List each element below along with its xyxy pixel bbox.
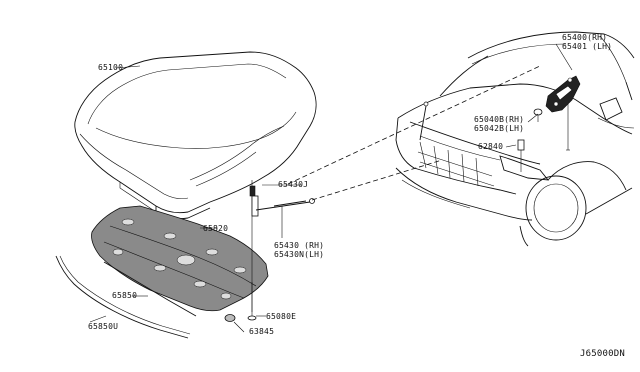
label-hinge-rh: 65400(RH) [562,33,608,42]
drawing-code: J65000DN [580,349,625,359]
label-bolt-rh: 65040B(RH) [474,115,525,124]
label-insulator: 65820 [203,224,229,233]
leader-lines-right [505,43,573,148]
leader-lines-left [89,65,266,323]
label-stay-upper: 65430J [278,180,309,189]
label-bumper: 63845 [249,327,275,336]
label-clip: 65080E [266,312,297,321]
label-stay-lh: 65430N(LH) [274,250,325,259]
hood-seal-front [55,255,191,339]
vehicle-front [395,31,635,247]
label-bolt-lh: 65042B(LH) [474,124,525,133]
hood-stopper [517,139,525,172]
bumper-rubber [224,314,245,333]
label-seal-front: 65850U [88,322,119,331]
label-seal-rear: 65850 [112,291,138,300]
hood-panel [74,51,317,220]
label-stay-rh: 65430 (RH) [274,241,325,250]
label-hood: 65100 [98,63,124,72]
clip-part [247,282,257,321]
label-hinge-lh: 65401 (LH) [562,42,613,51]
hood-hinge [545,75,581,113]
hinge-bolt [533,108,543,122]
hood-insulator [91,205,269,312]
label-stopper: 62840 [478,142,504,151]
hood-seal-rear [103,261,197,317]
